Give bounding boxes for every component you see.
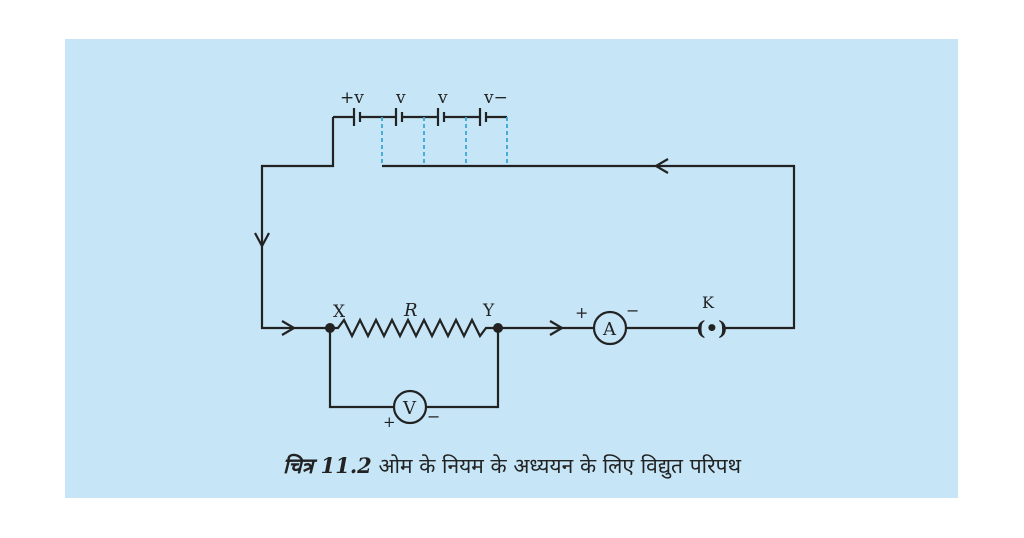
key-label: K (702, 293, 715, 312)
node-y-label: Y (482, 301, 495, 321)
cell-label-2: v (395, 88, 406, 108)
current-arrows (254, 158, 669, 336)
junction-x (325, 323, 335, 333)
figure-number: चित्र 11.2 (282, 453, 372, 478)
ammeter-symbol: A (602, 319, 617, 340)
ammeter-plus: + (575, 303, 588, 322)
resistor-label: R (403, 300, 418, 321)
dashed-cell-links (381, 117, 508, 166)
figure-caption: चित्र 11.2 ओम के नियम के अध्ययन के लिए व… (0, 452, 1024, 480)
cell-label-4: v− (483, 88, 508, 108)
plug-key: K (•) (696, 293, 728, 340)
diagram-panel (65, 39, 958, 498)
node-x-label: X (333, 302, 346, 322)
resistor (330, 317, 498, 339)
ammeter: A + − (575, 301, 639, 346)
battery (333, 108, 507, 126)
ammeter-minus: − (626, 301, 639, 320)
voltmeter-minus: − (427, 407, 440, 426)
junction-y (493, 323, 503, 333)
circuit-wires (260, 117, 796, 409)
caption-text: ओम के नियम के अध्ययन के लिए विद्युत परिप… (378, 454, 742, 478)
voltmeter-plus: + (383, 413, 396, 431)
key-symbol: (•) (696, 316, 728, 340)
voltmeter-symbol: V (402, 398, 417, 419)
voltmeter: V + − (383, 389, 440, 431)
cell-label-1: +v (340, 88, 364, 108)
cell-label-3: v (437, 88, 448, 108)
